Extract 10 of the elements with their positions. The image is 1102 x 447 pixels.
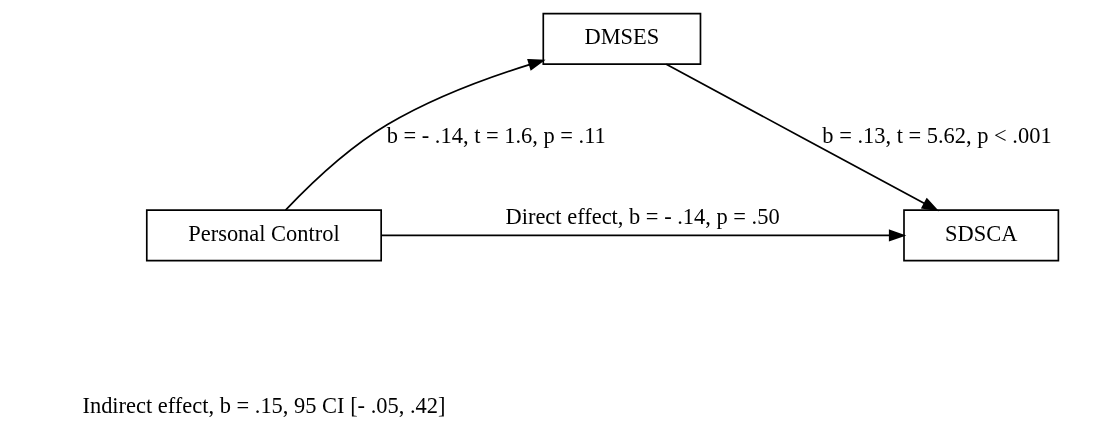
node-box: SDSCA	[903, 209, 1060, 262]
arrow	[284, 58, 546, 211]
node-box: DMSES	[542, 12, 702, 66]
edge-label: b = .13, t = 5.62, p < .001	[822, 122, 1052, 148]
edge-label: b = - .14, t = 1.6, p = .11	[386, 122, 606, 148]
arrow	[380, 229, 907, 242]
arrow	[665, 63, 940, 212]
label: Indirect effect, b = .15, 95 CI [- .05, .42]	[82, 393, 446, 419]
node-box: Personal Control	[145, 209, 382, 262]
edge-label: Direct effect, b = - .14, p = .50	[505, 203, 780, 229]
